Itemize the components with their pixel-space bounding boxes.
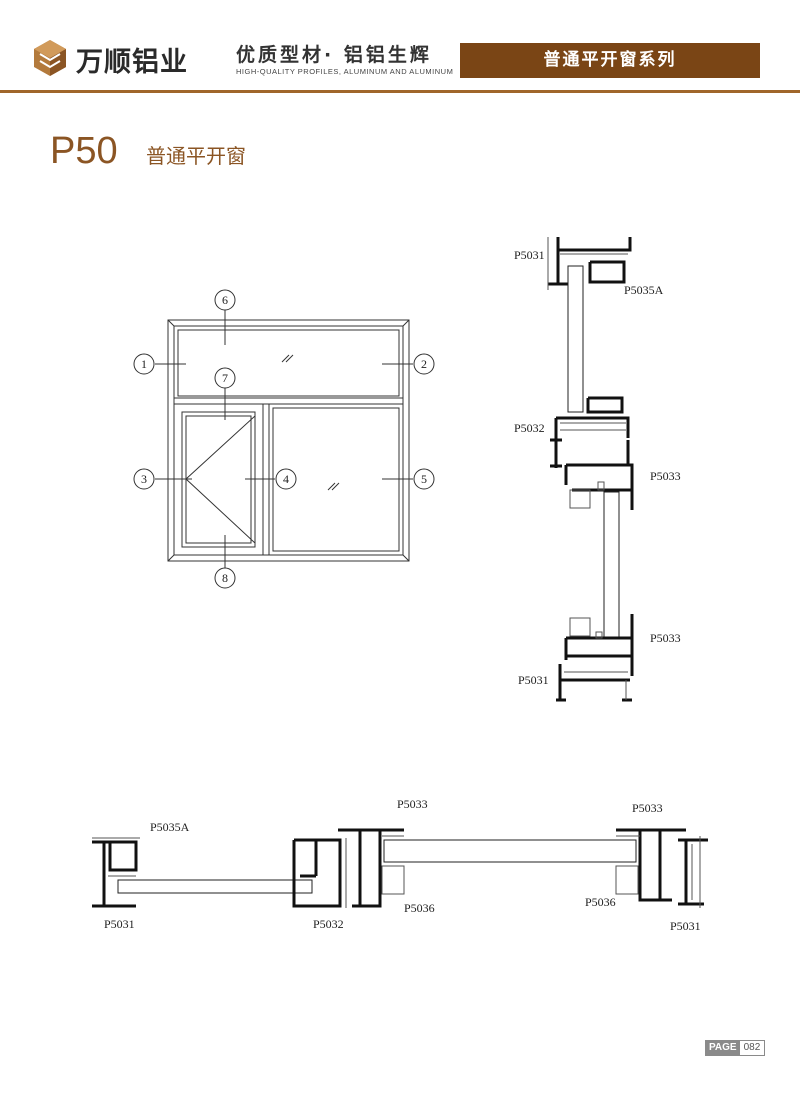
- label-vs-p5031-top: P5031: [514, 248, 545, 262]
- svg-text:7: 7: [222, 371, 228, 385]
- label-vs-p5033-top: P5033: [650, 469, 681, 483]
- label-hs-p5031-right: P5031: [670, 919, 701, 933]
- svg-text:3: 3: [141, 472, 147, 486]
- label-hs-p5032: P5032: [313, 917, 344, 931]
- marker-4: 4: [275, 468, 297, 490]
- slogan-en: HIGH-QUALITY PROFILES, ALUMINUM AND ALUM…: [236, 67, 454, 76]
- svg-text:4: 4: [283, 472, 289, 486]
- label-hs-p5031-left: P5031: [104, 917, 135, 931]
- label-hs-p5036-right: P5036: [585, 895, 616, 909]
- label-hs-p5033-left: P5033: [397, 797, 428, 811]
- label-hs-p5035a: P5035A: [150, 820, 190, 834]
- brand-logo-icon: [34, 40, 66, 76]
- label-vs-p5035a: P5035A: [624, 283, 664, 297]
- marker-7: 7: [214, 367, 236, 389]
- model-name: 普通平开窗: [146, 144, 246, 168]
- svg-text:8: 8: [222, 571, 228, 585]
- marker-8: 8: [214, 567, 236, 589]
- elevation-markers: 1 2 3 4 5 6 7 8: [133, 289, 435, 589]
- header-divider: [0, 90, 800, 93]
- model-code: P50: [50, 130, 118, 172]
- marker-5: 5: [413, 468, 435, 490]
- header: 万顺铝业 优质型材· 铝铝生辉 HIGH-QUALITY PROFILES, A…: [0, 0, 800, 93]
- label-vs-p5032: P5032: [514, 421, 545, 435]
- marker-3: 3: [133, 468, 155, 490]
- marker-2: 2: [413, 353, 435, 375]
- window-elevation: [155, 310, 413, 568]
- horizontal-section: P5035A P5031 P5032 P5033 P5036 P5033 P50…: [92, 797, 708, 933]
- svg-text:1: 1: [141, 357, 147, 371]
- brand-name: 万顺铝业: [76, 47, 188, 78]
- svg-text:5: 5: [421, 472, 427, 486]
- slogan: 优质型材· 铝铝生辉: [236, 44, 432, 66]
- page-label: PAGE: [706, 1041, 740, 1055]
- series-title: 普通平开窗系列: [460, 43, 760, 78]
- label-hs-p5036-left: P5036: [404, 901, 435, 915]
- page-number-tag: PAGE 082: [705, 1040, 766, 1056]
- label-vs-p5033-bottom: P5033: [650, 631, 681, 645]
- marker-1: 1: [133, 353, 155, 375]
- label-hs-p5033-right: P5033: [632, 801, 663, 815]
- page-number: 082: [743, 1042, 761, 1053]
- svg-text:2: 2: [421, 357, 427, 371]
- vertical-section: P5031 P5035A P5032 P5033 P5033 P5031: [514, 237, 681, 702]
- label-vs-p5031-bottom: P5031: [518, 673, 549, 687]
- marker-6: 6: [214, 289, 236, 311]
- svg-text:6: 6: [222, 293, 228, 307]
